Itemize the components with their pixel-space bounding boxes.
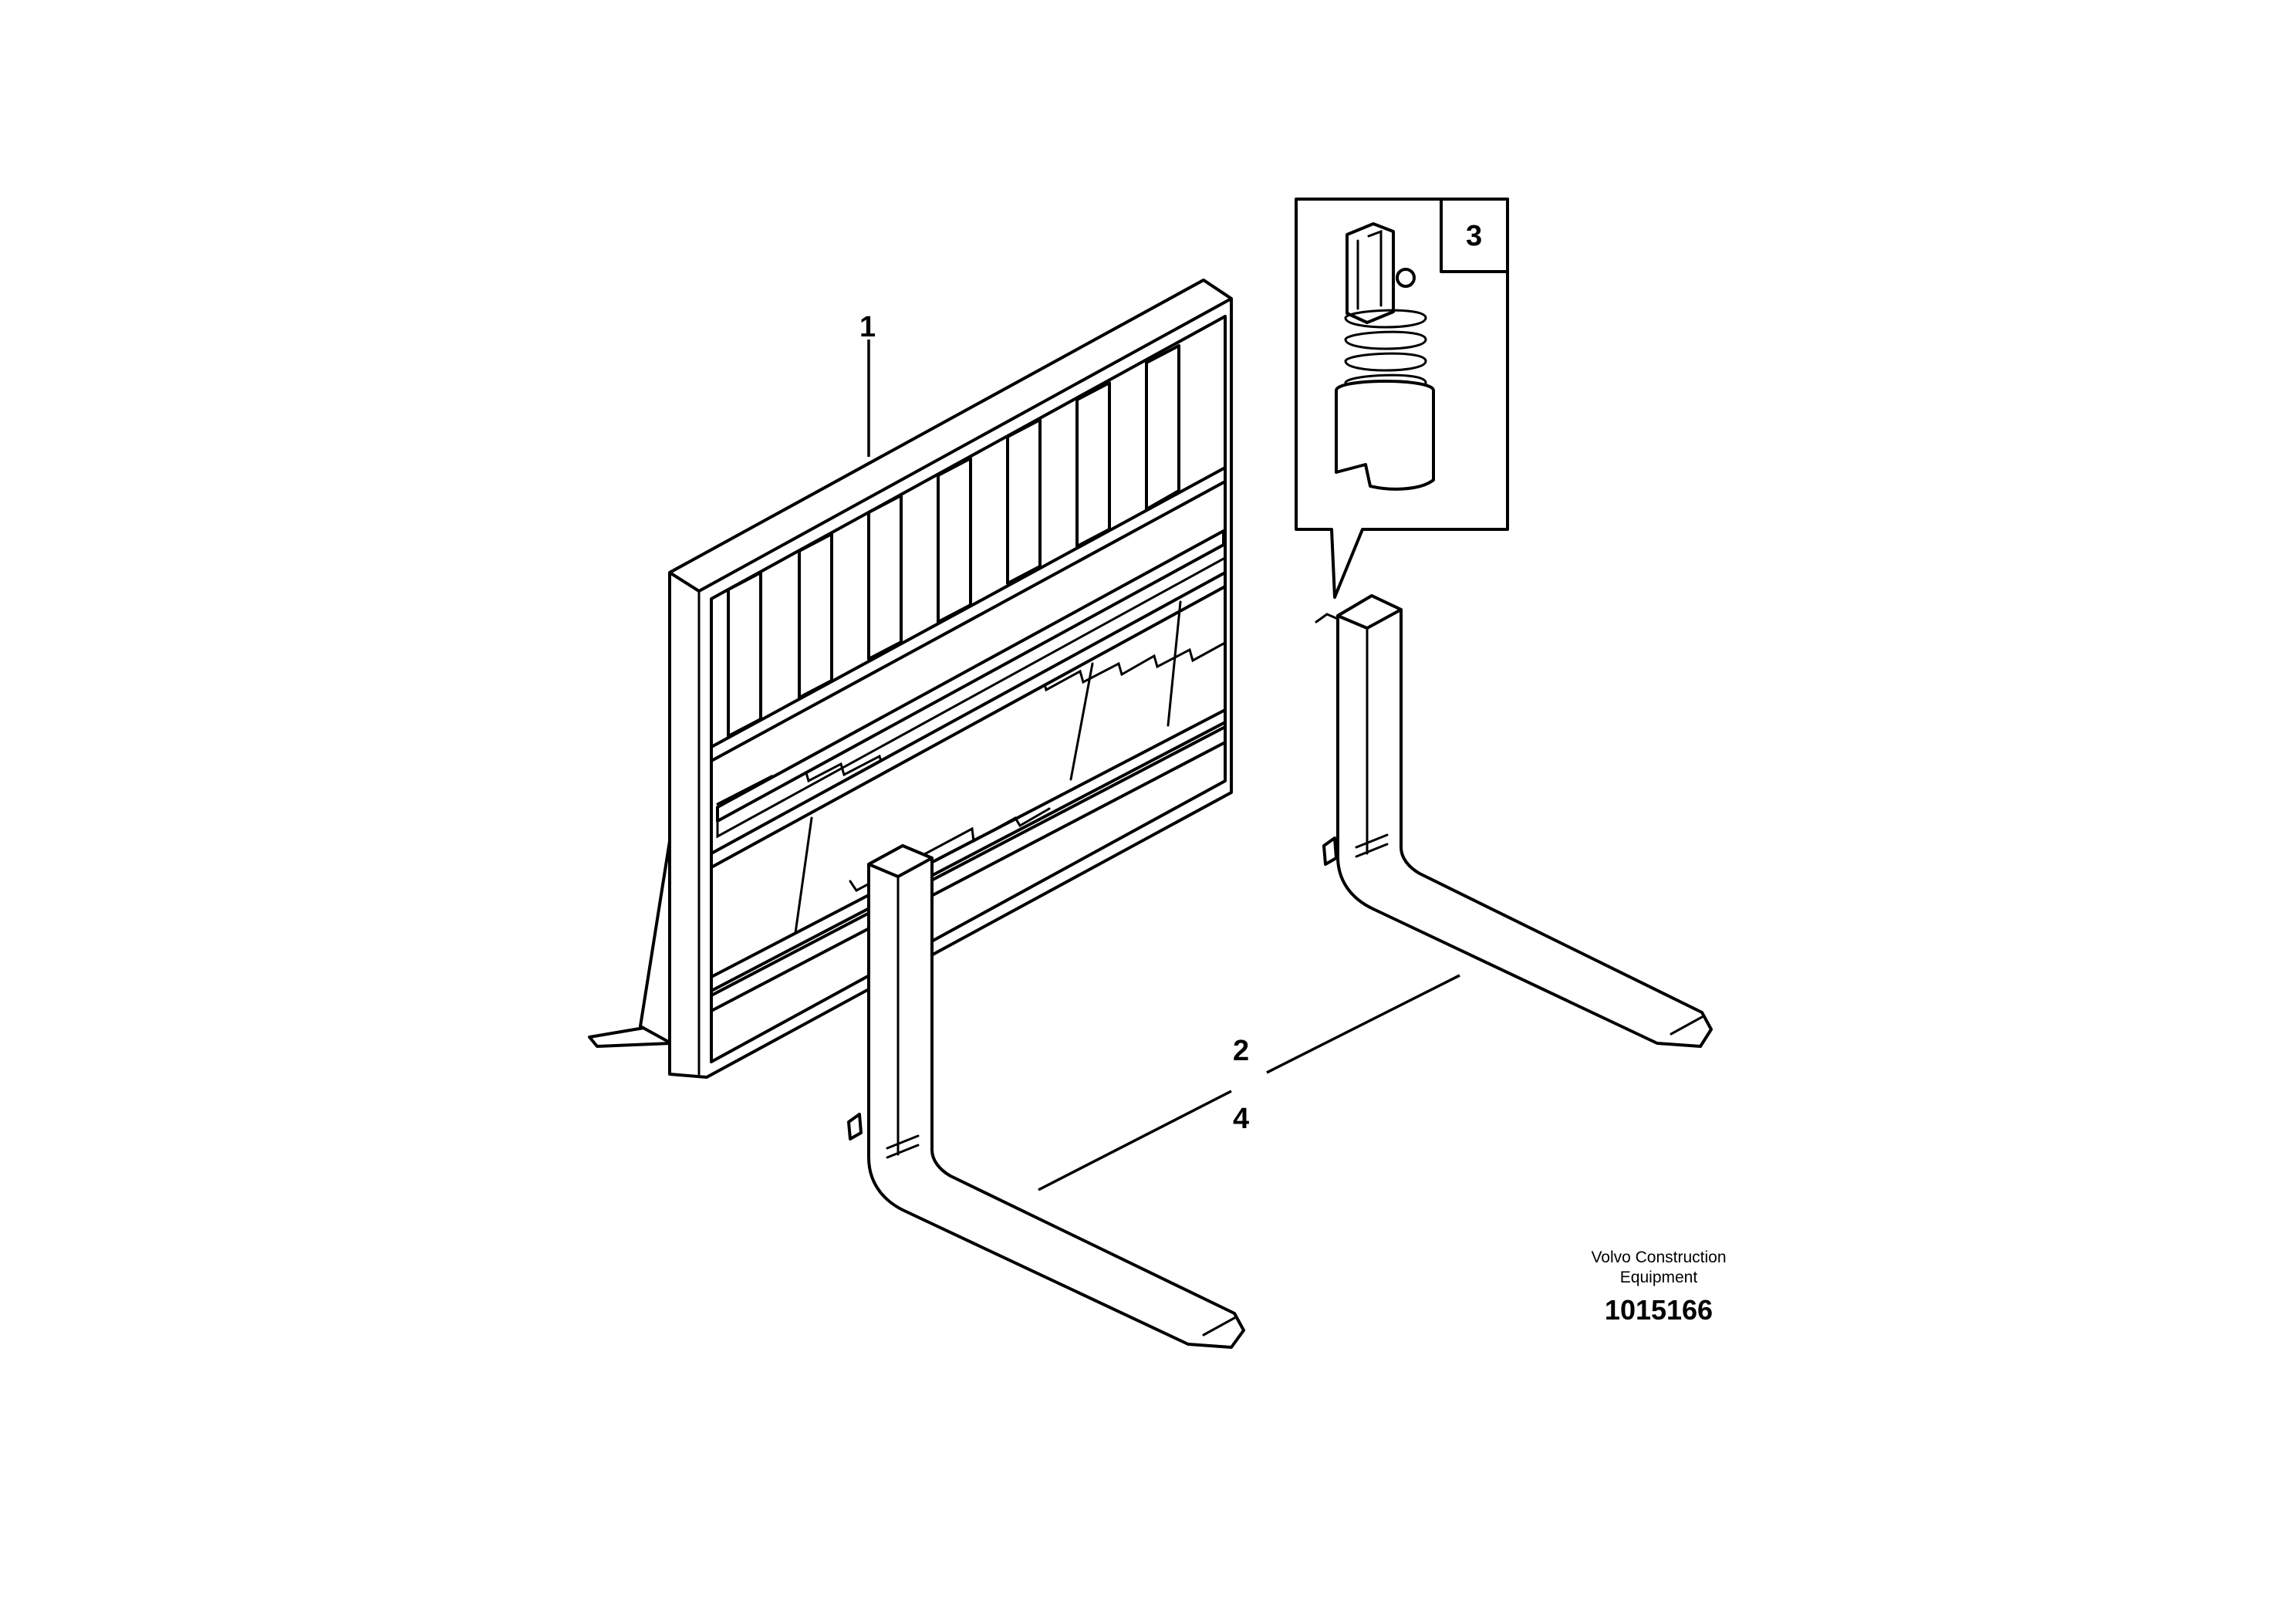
credit-line-2: Equipment — [1620, 1269, 1698, 1286]
locking-pin-icon — [1335, 222, 1435, 491]
callout-2: 2 — [1233, 1035, 1249, 1067]
callout-3: 3 — [1466, 220, 1482, 252]
detail-box-pin — [1295, 198, 1509, 599]
callout-4: 4 — [1233, 1103, 1249, 1135]
credit-line-1: Volvo Construction — [1591, 1249, 1726, 1266]
fork-front — [847, 844, 1245, 1349]
callout-1: 1 — [859, 311, 876, 343]
fork-back — [1315, 594, 1713, 1048]
leader-lines — [867, 340, 1460, 1191]
reference-number: 1015166 — [1605, 1294, 1713, 1326]
fork-frame — [588, 279, 1233, 1079]
